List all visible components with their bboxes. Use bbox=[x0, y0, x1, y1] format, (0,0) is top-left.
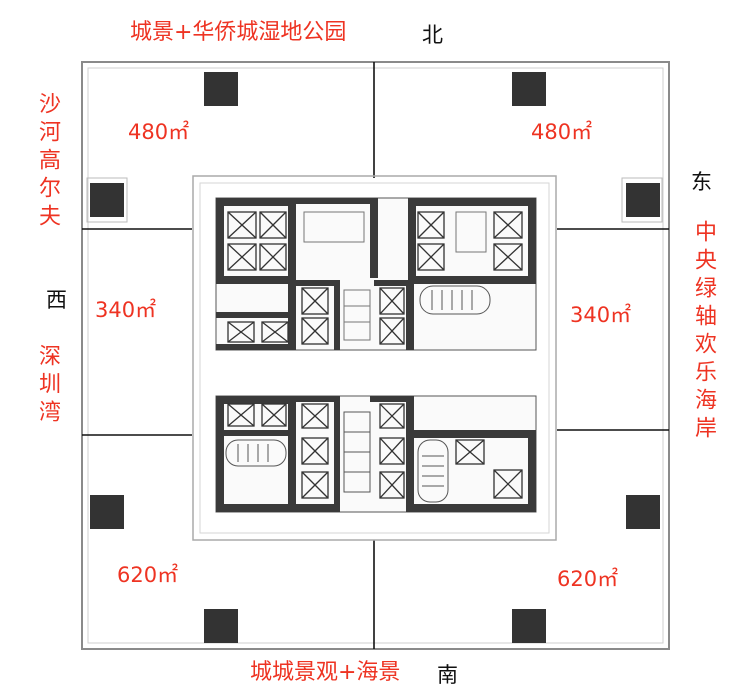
lower-core bbox=[215, 395, 537, 513]
unit-dividers bbox=[82, 62, 669, 649]
column-frames bbox=[86, 177, 663, 223]
column bbox=[626, 495, 660, 529]
column bbox=[90, 183, 124, 217]
outer-wall bbox=[81, 61, 670, 650]
view-north-label: 城景+华侨城湿地公园 bbox=[130, 20, 347, 45]
unit-area-e: 340㎡ bbox=[570, 303, 632, 327]
unit-area-nw: 480㎡ bbox=[128, 120, 190, 144]
column bbox=[90, 495, 124, 529]
direction-north: 北 bbox=[422, 23, 443, 47]
unit-area-sw: 620㎡ bbox=[117, 563, 179, 587]
view-west-top-label: 沙河高尔夫 bbox=[35, 92, 60, 232]
unit-area-ne: 480㎡ bbox=[531, 120, 593, 144]
view-south-label: 城城景观+海景 bbox=[250, 660, 401, 685]
columns bbox=[90, 72, 660, 643]
column bbox=[626, 183, 660, 217]
view-east-label: 中央绿轴欢乐海岸 bbox=[691, 220, 716, 444]
view-west-bottom-label: 深圳湾 bbox=[35, 344, 60, 428]
column bbox=[512, 609, 546, 643]
direction-west: 西 bbox=[46, 288, 67, 312]
direction-east: 东 bbox=[691, 170, 712, 194]
column bbox=[512, 72, 546, 106]
core-outline-inner bbox=[199, 182, 550, 534]
column bbox=[204, 72, 238, 106]
unit-area-w: 340㎡ bbox=[95, 298, 157, 322]
column bbox=[204, 609, 238, 643]
outer-wall-inner bbox=[87, 67, 664, 644]
direction-south: 南 bbox=[437, 663, 458, 687]
upper-core bbox=[215, 197, 537, 351]
unit-area-se: 620㎡ bbox=[557, 567, 619, 591]
core-outline bbox=[192, 175, 557, 541]
